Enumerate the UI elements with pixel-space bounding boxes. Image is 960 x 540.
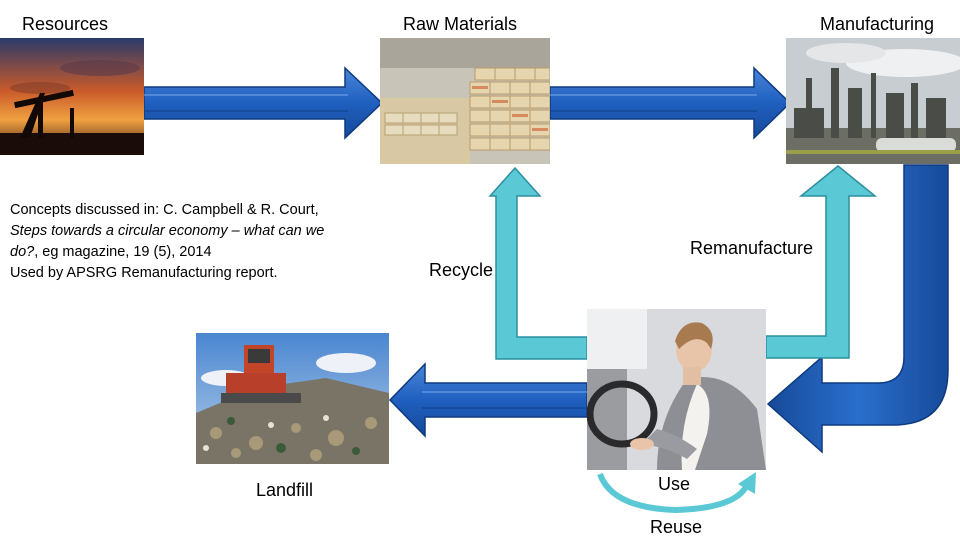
refinery-photo bbox=[786, 38, 960, 164]
remanufacture-label: Remanufacture bbox=[690, 238, 814, 258]
resources-label: Resources bbox=[22, 14, 109, 34]
manufacturing-label: Manufacturing bbox=[820, 14, 935, 34]
arrow-remanufacture-loop bbox=[765, 165, 878, 359]
citation-prefix: Concepts discussed in: C. Campbell & R. … bbox=[10, 202, 319, 218]
recycle-label: Recycle bbox=[429, 260, 494, 280]
use-label: Use bbox=[658, 474, 691, 494]
arrow-manufacturing-to-use bbox=[766, 164, 949, 454]
warehouse-sacks-photo bbox=[380, 38, 550, 164]
woman-driving-car-photo bbox=[587, 309, 766, 470]
oil-pumpjack-sunset-photo bbox=[0, 38, 144, 155]
citation-text: Concepts discussed in: C. Campbell & R. … bbox=[10, 200, 340, 284]
citation-suffix: , eg magazine, 19 (5), 2014 bbox=[34, 244, 212, 260]
arrow-resources-to-raw bbox=[143, 66, 384, 140]
landfill-label: Landfill bbox=[256, 480, 314, 500]
landfill-bulldozer-photo bbox=[196, 333, 389, 464]
arrow-use-to-landfill bbox=[388, 362, 588, 438]
arrow-raw-to-manufacturing bbox=[549, 66, 792, 140]
raw-materials-label: Raw Materials bbox=[403, 14, 518, 34]
citation-line2: Used by APSRG Remanufacturing report. bbox=[10, 265, 278, 281]
reuse-label: Reuse bbox=[650, 517, 703, 537]
arrow-recycle-loop bbox=[488, 166, 588, 360]
citation-title: Steps towards a circular economy – what … bbox=[10, 223, 325, 260]
